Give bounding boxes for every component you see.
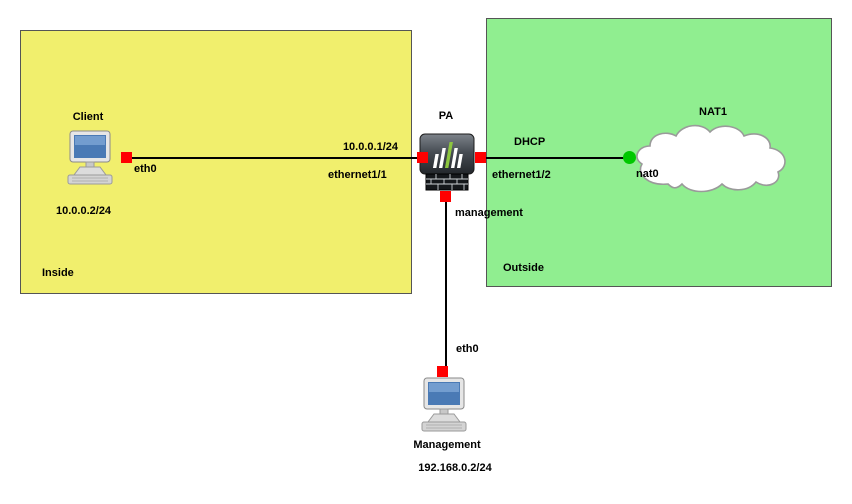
interface-label-pa-management: management — [455, 207, 523, 219]
port-marker-pa-mgmt — [440, 191, 451, 202]
node-ip-management: 192.168.0.2/24 — [418, 462, 492, 474]
cloud-icon — [636, 124, 786, 193]
port-marker-mgmt-eth0 — [437, 366, 448, 377]
zone-label-outside: Outside — [503, 262, 544, 274]
interface-label-pa-eth11: ethernet1/1 — [328, 169, 387, 181]
node-label-pa: PA — [438, 110, 454, 122]
dhcp-label: DHCP — [514, 136, 546, 148]
interface-ip-pa-eth11: 10.0.0.1/24 — [342, 141, 398, 153]
node-nat1[interactable] — [630, 120, 794, 205]
node-pa[interactable] — [418, 128, 476, 199]
interface-label-client-eth0: eth0 — [134, 163, 157, 175]
link-pa-nat1 — [480, 157, 630, 159]
node-label-nat1: NAT1 — [699, 106, 727, 118]
node-ip-client: 10.0.0.2/24 — [56, 205, 112, 217]
link-client-pa — [127, 157, 423, 159]
link-pa-management — [445, 196, 447, 373]
port-marker-client-eth0 — [121, 152, 132, 163]
node-label-management: Management — [413, 439, 481, 451]
computer-icon — [67, 130, 113, 185]
interface-label-mgmt-eth0: eth0 — [456, 343, 479, 355]
port-marker-nat0-active — [623, 151, 636, 164]
node-client[interactable] — [62, 130, 118, 195]
computer-icon — [421, 377, 467, 432]
firewall-icon — [419, 133, 475, 191]
port-marker-pa-eth11 — [417, 152, 428, 163]
node-label-client: Client — [72, 111, 104, 123]
port-marker-pa-eth12 — [475, 152, 486, 163]
interface-label-pa-eth12: ethernet1/2 — [492, 169, 551, 181]
node-management[interactable] — [416, 377, 472, 442]
zone-label-inside: Inside — [42, 267, 74, 279]
interface-label-nat0: nat0 — [636, 168, 659, 180]
